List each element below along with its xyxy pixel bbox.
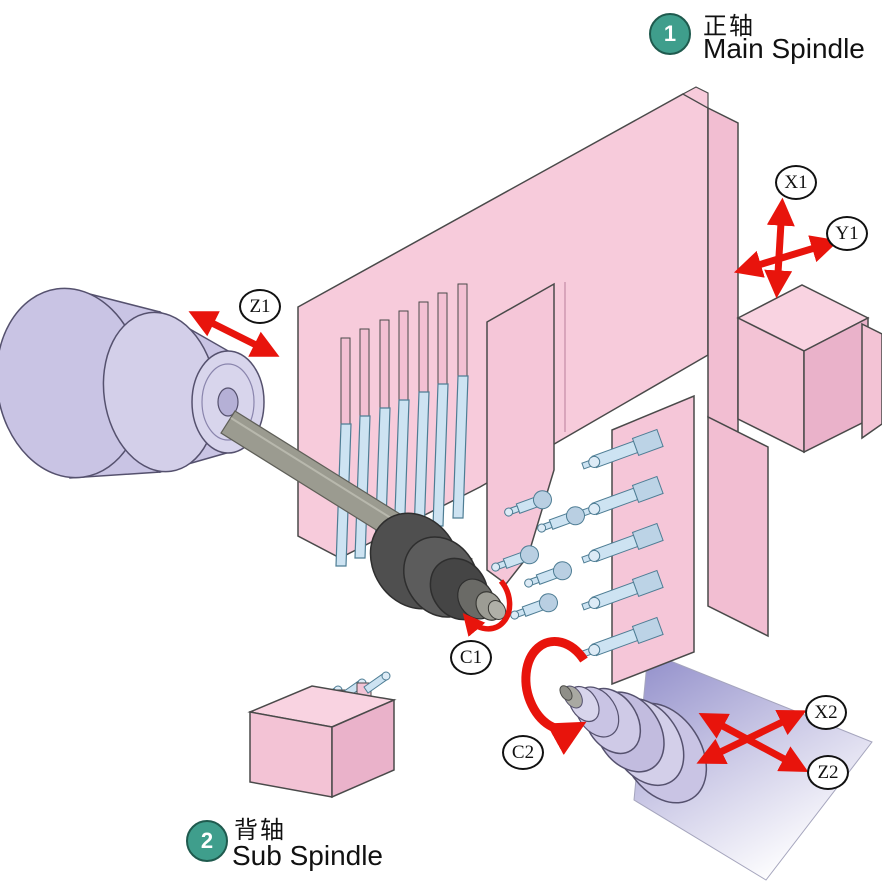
sub-spindle	[559, 685, 708, 804]
z1-arrow	[188, 311, 280, 357]
main-spindle-number-badge: 1	[649, 13, 691, 55]
backworking-tool-block	[247, 671, 397, 799]
sub-spindle-number-badge: 2	[186, 820, 228, 862]
hex-live-tools	[491, 490, 585, 620]
axis-label-z1: Z1	[239, 289, 281, 324]
sub-spindle-label-zh: 背轴	[234, 817, 286, 844]
axis-label-z2: Z2	[807, 755, 849, 790]
axis-label-y1: Y1	[826, 216, 868, 251]
main-spindle-label-zh: 正轴	[703, 13, 755, 40]
z2-arrow	[698, 713, 809, 772]
live-drill-tools	[581, 428, 664, 658]
center-column	[486, 282, 555, 586]
x1-arrow	[764, 197, 795, 299]
axis-label-x1: X1	[775, 165, 817, 200]
axis-arrows	[188, 197, 840, 772]
c1-rotation-arrow	[462, 579, 513, 637]
axis-label-c2: C2	[502, 735, 544, 770]
c2-rotation-arrow	[521, 637, 588, 755]
axis-label-c1: C1	[450, 640, 492, 675]
main-spindle-label-en: Main Spindle	[703, 33, 865, 64]
axis-label-x2: X2	[805, 695, 847, 730]
sub-spindle-label-en: Sub Spindle	[232, 840, 384, 871]
guide-bushing-chuck	[369, 512, 507, 621]
y1-arrow	[733, 235, 840, 278]
main-spindle	[0, 287, 265, 479]
